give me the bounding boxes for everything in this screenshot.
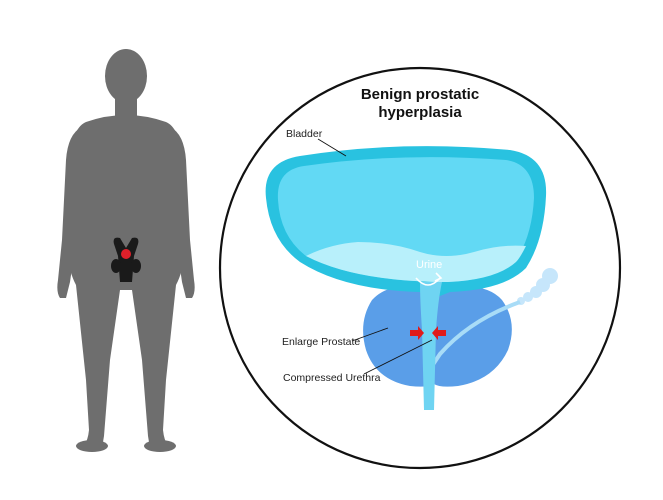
diagram-title-line2: hyperplasia [378, 104, 462, 121]
label-bladder: Bladder [286, 128, 323, 140]
seminal-vesicle [517, 268, 558, 305]
organ-right-testis [131, 259, 141, 273]
leader-prostate [351, 327, 389, 342]
right-compression-arrow [432, 326, 446, 340]
silhouette-neck [115, 96, 137, 116]
leader-bladder [317, 138, 347, 157]
urine-flow-arrow [415, 272, 443, 286]
compressed-urethra [420, 282, 442, 410]
label-enlarged-prostate: Enlarge Prostate [282, 336, 360, 348]
silhouette-left-foot [76, 440, 108, 452]
organ-left-testis [111, 259, 121, 273]
silhouette-right-foot [144, 440, 176, 452]
silhouette-head [105, 49, 147, 103]
left-compression-arrow [410, 326, 424, 340]
label-compressed-urethra: Compressed Urethra [283, 372, 381, 384]
diagram-title-line1: Benign prostatic [361, 86, 479, 103]
silhouette-left-arm [57, 126, 84, 298]
urine-layer [306, 242, 526, 282]
leader-urethra [363, 339, 433, 375]
label-urine: Urine [416, 259, 442, 271]
silhouette-right-arm [168, 126, 195, 298]
reproductive-organ-icon [111, 237, 141, 282]
organ-prostate-marker [121, 249, 131, 259]
ejaculatory-duct [430, 300, 521, 368]
organ-outline [113, 237, 139, 282]
compression-arrows [410, 326, 446, 340]
